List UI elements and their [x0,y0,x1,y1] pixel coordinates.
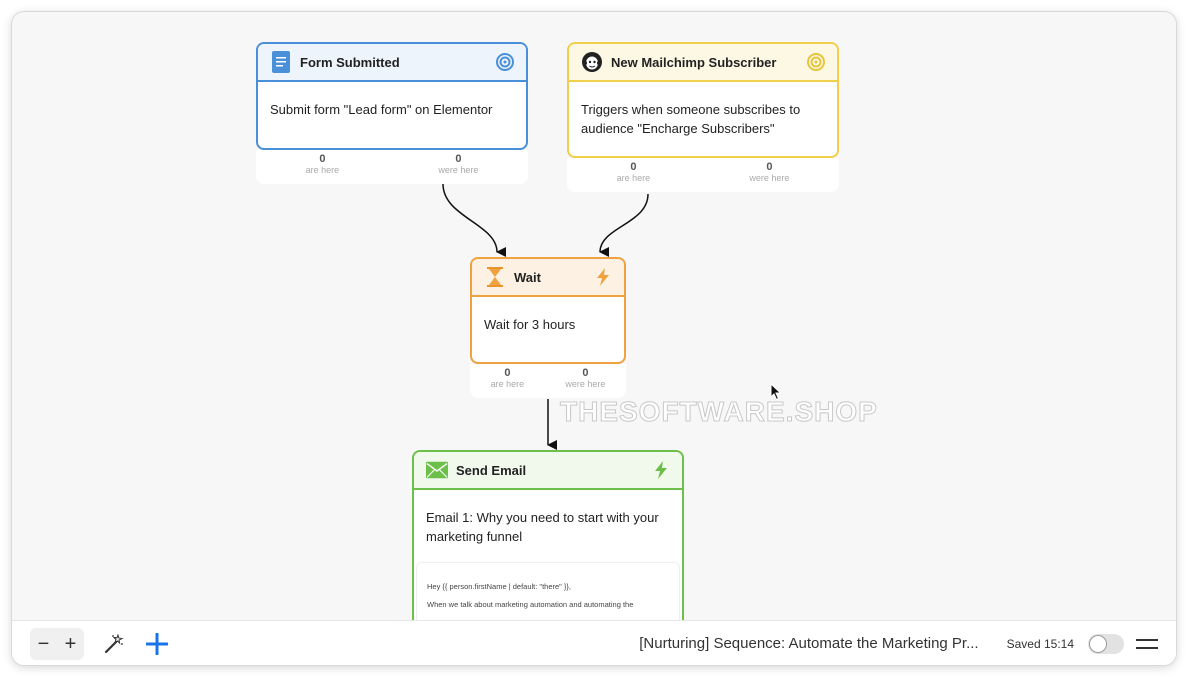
node-title: Send Email [456,462,527,478]
hamburger-icon[interactable] [1136,638,1158,649]
email-preview: Hey {{ person.firstName | default: "ther… [416,562,680,622]
node-description: Wait for 3 hours [484,317,576,332]
target-icon [494,51,516,73]
node-send-email[interactable]: Send Email Email 1: Why you need to star… [412,450,684,640]
lightning-icon [592,266,614,288]
node-description: Triggers when someone subscribes to audi… [581,102,801,136]
node-mailchimp-subscriber[interactable]: New Mailchimp Subscriber Triggers when s… [567,42,839,158]
stat-were-here: 0 were here [438,150,478,184]
node-description: Submit form "Lead form" on Elementor [270,102,493,117]
magic-wand-icon[interactable] [104,633,124,654]
node-stats-mailchimp: 0 are here 0 were here [567,158,839,192]
saved-status: Saved 15:14 [1006,636,1074,651]
flow-canvas[interactable]: Form Submitted Submit form "Lead form" o… [12,12,1176,640]
node-title: New Mailchimp Subscriber [611,54,777,70]
hourglass-icon [484,266,506,288]
stat-count: 0 [504,367,511,379]
target-icon [805,51,827,73]
document-icon [270,51,292,73]
toggle-knob [1089,634,1107,653]
bottom-toolbar: − + [Nurturing] Sequence: Automate the M… [12,620,1176,665]
node-form-submitted[interactable]: Form Submitted Submit form "Lead form" o… [256,42,528,150]
zoom-controls: − + [30,627,84,660]
stat-are-here: 0 are here [617,158,651,192]
stat-label: are here [490,379,525,389]
sequence-title[interactable]: [Nurturing] Sequence: Automate the Marke… [639,635,979,652]
stat-label: were here [749,173,790,183]
stat-label: are here [616,173,651,183]
plus-icon[interactable] [146,632,168,655]
stat-are-here: 0 are here [491,364,525,398]
node-header: Send Email [414,452,682,490]
node-header: Wait [472,259,624,297]
node-stats-wait: 0 are here 0 were here [470,364,626,398]
stat-were-here: 0 were here [749,158,789,192]
watermark: THESOFTWARE.SHOP [560,396,878,428]
stat-count: 0 [582,367,589,379]
email-preview-line: When we talk about marketing automation … [427,600,634,609]
zoom-in-button[interactable]: + [64,632,77,655]
zoom-out-button[interactable]: − [37,632,50,655]
node-title: Wait [514,269,541,285]
sequence-active-toggle[interactable] [1088,633,1124,654]
email-preview-line: Hey {{ person.firstName | default: "ther… [427,582,572,591]
node-wait[interactable]: Wait Wait for 3 hours [470,257,626,364]
stat-were-here: 0 were here [565,364,605,398]
mailchimp-icon [581,51,603,73]
stat-label: are here [305,165,340,175]
mouse-cursor-icon [770,383,782,401]
node-title: Form Submitted [300,54,400,70]
stat-are-here: 0 are here [306,150,340,184]
stat-count: 0 [455,153,462,165]
node-description: Email 1: Why you need to start with your… [426,510,659,544]
connectors [442,183,649,450]
stat-count: 0 [319,153,326,165]
stat-label: were here [438,165,479,175]
node-header: Form Submitted [258,44,526,82]
lightning-icon [650,459,672,481]
stat-count: 0 [630,161,637,173]
connector-mailchimp-to-wait [599,193,649,258]
connector-form-to-wait [442,183,507,257]
node-header: New Mailchimp Subscriber [569,44,837,82]
node-stats-form-submitted: 0 are here 0 were here [256,150,528,184]
stat-label: were here [565,379,606,389]
app-window: Form Submitted Submit form "Lead form" o… [12,12,1176,665]
envelope-icon [426,459,448,481]
stat-count: 0 [766,161,773,173]
